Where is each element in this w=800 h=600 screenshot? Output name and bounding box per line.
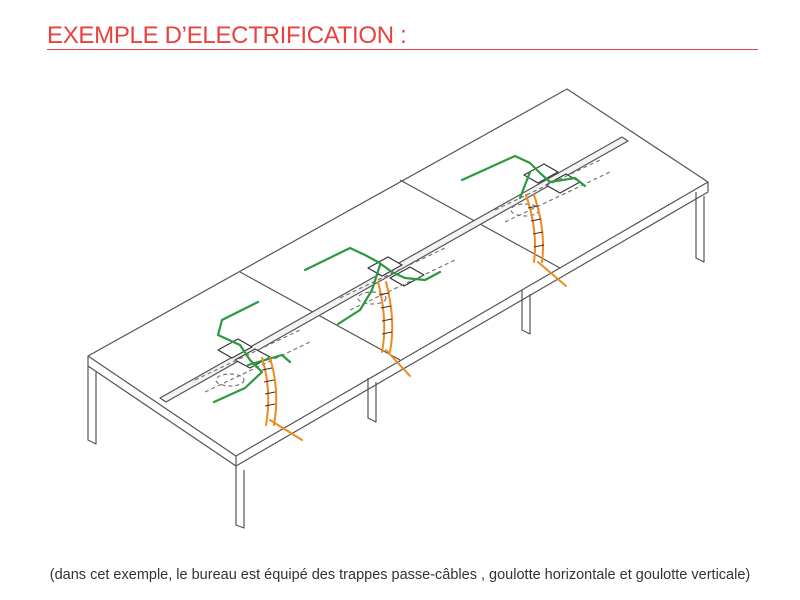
desk-split-1 bbox=[239, 271, 401, 361]
duct-segments bbox=[261, 205, 545, 407]
desk-legs bbox=[87, 192, 705, 529]
caption: (dans cet exemple, le bureau est équipé … bbox=[49, 567, 751, 583]
vertical-cable-ducts bbox=[261, 194, 567, 441]
power-cables bbox=[212, 154, 587, 404]
page-title: EXEMPLE D’ELECTRIFICATION : bbox=[47, 22, 407, 49]
title-underline bbox=[47, 49, 758, 50]
